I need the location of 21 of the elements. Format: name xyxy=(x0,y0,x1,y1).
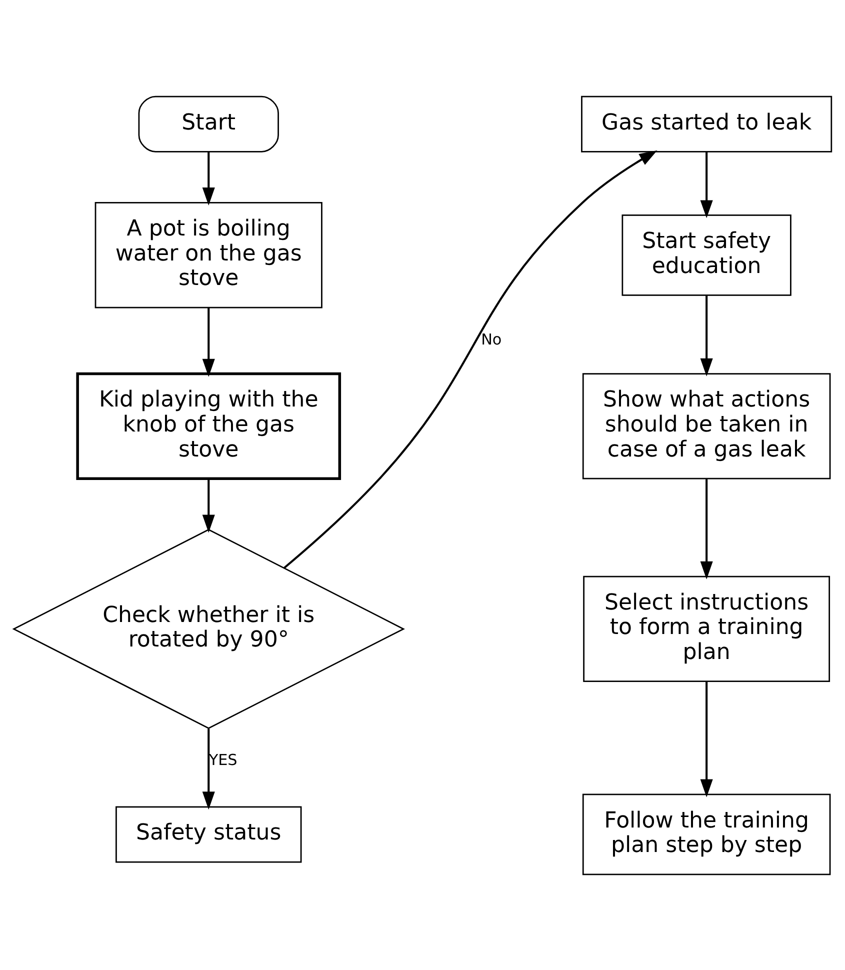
node-box: A pot is boiling water on the gas stove xyxy=(94,202,322,308)
node-box: Kid playing with the knob of the gas stove xyxy=(76,372,342,480)
arrow xyxy=(700,295,713,376)
edge-label: YES xyxy=(208,750,238,769)
arrow xyxy=(700,681,713,797)
node-box: Select instructions to form a training plan xyxy=(583,575,830,682)
node-box: Start xyxy=(138,95,279,152)
node-diamond: Check whether it is rotated by 90° xyxy=(12,528,405,729)
node-box: Safety status xyxy=(116,806,302,862)
node-box: Gas started to leak xyxy=(581,95,832,152)
edge-label: No xyxy=(481,330,502,348)
arrow xyxy=(700,478,713,579)
arrow xyxy=(284,150,658,568)
node-box: Start safety education xyxy=(622,214,792,296)
node-box: Follow the training plan step by step xyxy=(582,793,831,875)
arrow xyxy=(202,728,215,810)
arrow xyxy=(202,307,215,376)
arrow xyxy=(700,152,713,218)
node-box: Show what actions should be taken in case of a gas leak xyxy=(582,372,831,479)
arrow xyxy=(202,152,215,205)
arrow xyxy=(202,478,215,532)
